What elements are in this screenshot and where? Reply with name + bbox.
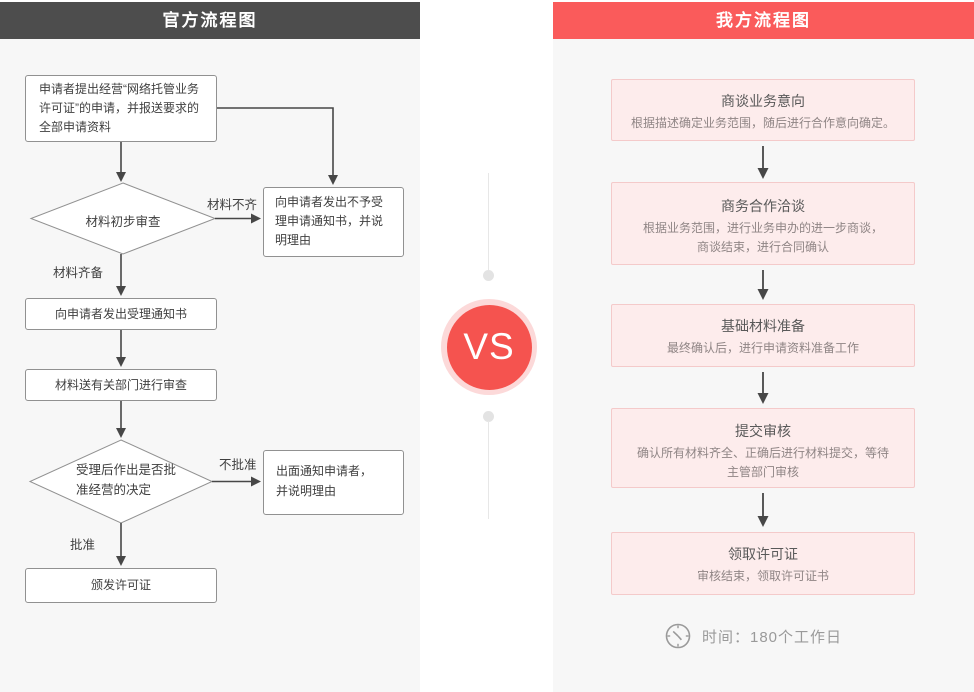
official-flow-header: 官方流程图 (0, 2, 420, 39)
our-flow-title: 我方流程图 (716, 11, 811, 30)
branch-label-approved: 批准 (70, 538, 96, 552)
step-card-4: 提交审核 确认所有材料齐全、正确后进行材料提交，等待 主管部门审核 (611, 408, 915, 488)
vs-badge-ring: VS (441, 299, 537, 395)
vs-badge-label: VS (463, 326, 515, 367)
step-title: 提交审核 (735, 423, 791, 439)
clock-icon (665, 623, 691, 649)
step-title: 领取许可证 (728, 546, 798, 562)
duration-footer: 时间：180个工作日 (665, 623, 842, 649)
official-flow-connectors (28, 107, 338, 566)
step-title: 商务合作洽谈 (721, 198, 805, 214)
vs-divider: VS (420, 0, 553, 692)
our-flow-panel: 我方流程图 商谈业务意向 根据描述确定业务范围，随后进行合作意向确定。 商务合作… (553, 0, 974, 692)
step-card-5: 领取许可证 审核结束，领取许可证书 (611, 532, 915, 595)
step-card-2: 商务合作洽谈 根据业务范围，进行业务申办的进一步商谈， 商谈结束，进行合同确认 (611, 182, 915, 265)
branch-label-not-approved: 不批准 (219, 458, 257, 472)
step-desc: 审核结束，领取许可证书 (696, 569, 829, 583)
dept-review-box: 材料送有关部门进行审查 (25, 369, 217, 401)
divider-line-bottom (488, 421, 489, 519)
step-desc: 根据描述确定业务范围，随后进行合作意向确定。 (630, 116, 895, 130)
our-flow-connectors (757, 146, 769, 527)
official-flow-panel: 官方流程图 (0, 0, 420, 692)
step-card-1: 商谈业务意向 根据描述确定业务范围，随后进行合作意向确定。 (611, 79, 915, 141)
divider-line-top (488, 173, 489, 270)
vs-badge: VS (446, 304, 532, 390)
step-desc: 确认所有材料齐全、正确后进行材料提交，等待 主管部门审核 (636, 446, 889, 479)
branch-label-incomplete: 材料不齐 (207, 198, 258, 212)
our-flow-header: 我方流程图 (553, 2, 974, 39)
step-title: 商谈业务意向 (721, 93, 805, 109)
step-desc: 根据业务范围，进行业务申办的进一步商谈， 商谈结束，进行合同确认 (642, 221, 883, 254)
step-card-3: 基础材料准备 最终确认后，进行申请资料准备工作 (611, 304, 915, 367)
apply-box: 申请者提出经营“网络托管业务 许可证”的申请，并报送要求的 全部申请资料 (25, 75, 217, 142)
branch-label-complete: 材料齐备 (53, 266, 104, 280)
step-title: 基础材料准备 (721, 318, 805, 334)
decision-diamond-shape (29, 182, 217, 255)
divider-dot-bottom (483, 411, 494, 422)
duration-text: 时间：180个工作日 (702, 628, 843, 646)
issue-license-box: 颁发许可证 (25, 568, 217, 603)
decision-label: 受理后作出是否批 准经营的决定 (76, 463, 177, 497)
initial-review-label: 材料初步审查 (85, 215, 161, 229)
reject-notice-box: 向申请者发出不予受 理申请通知书，并说 明理由 (263, 187, 404, 257)
step-desc: 最终确认后，进行申请资料准备工作 (666, 341, 859, 355)
official-flow-title: 官方流程图 (162, 11, 258, 30)
accept-notice-box: 向申请者发出受理通知书 (25, 298, 217, 330)
notify-reject-box: 出面通知申请者， 并说明理由 (263, 450, 404, 515)
divider-dot-top (483, 270, 494, 281)
